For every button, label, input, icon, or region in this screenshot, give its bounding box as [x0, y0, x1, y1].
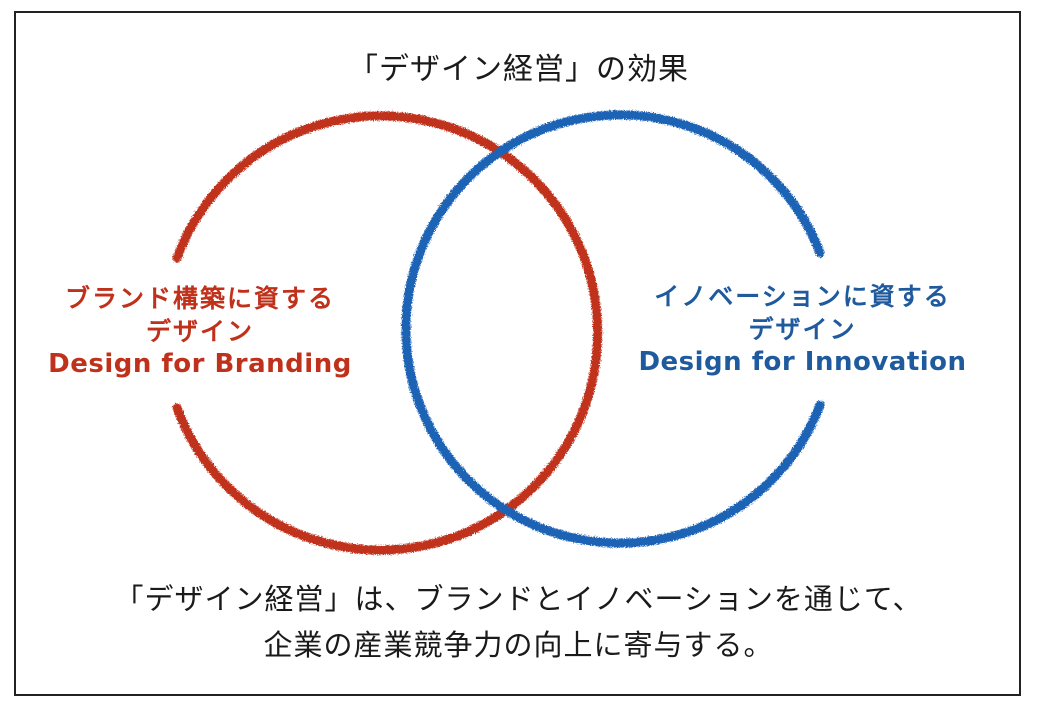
diagram-caption: 「デザイン経営」は、ブランドとイノベーションを通じて、 企業の産業競争力の向上に…: [0, 576, 1037, 668]
branding-label: ブランド構築に資する デザイン Design for Branding: [40, 282, 360, 381]
branding-label-en: Design for Branding: [48, 349, 352, 379]
innovation-label-ja-line1: イノベーションに資する: [654, 282, 951, 311]
branding-label-ja-line2: デザイン: [145, 317, 254, 346]
diagram-title: 「デザイン経営」の効果: [348, 52, 689, 87]
caption-line-2: 企業の産業競争力の向上に寄与する。: [263, 628, 774, 662]
innovation-label: イノベーションに資する デザイン Design for Innovation: [630, 280, 975, 379]
innovation-label-ja-line2: デザイン: [748, 315, 857, 344]
innovation-label-en: Design for Innovation: [638, 347, 967, 377]
branding-label-ja-line1: ブランド構築に資する: [64, 284, 335, 313]
diagram-frame: [14, 11, 1021, 696]
branding-circle: [172, 111, 603, 555]
innovation-circle: [401, 110, 825, 548]
caption-line-1: 「デザイン経営」は、ブランドとイノベーションを通じて、: [114, 582, 923, 616]
